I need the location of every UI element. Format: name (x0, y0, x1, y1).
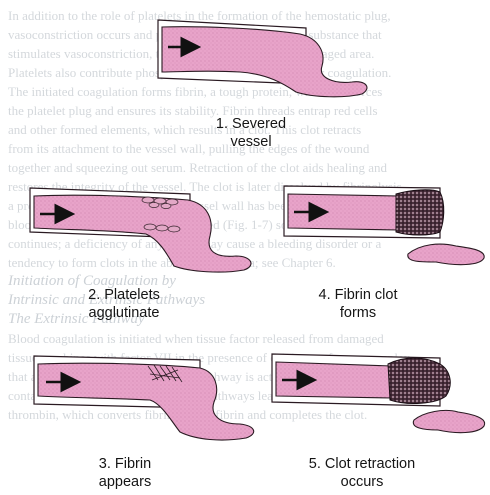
blood-pool (413, 410, 484, 432)
panel-severed-vessel (158, 20, 367, 97)
vessel-lumen (162, 27, 367, 97)
caption-step-5: 5. Clot retraction occurs (292, 455, 432, 491)
blood-pool (408, 244, 484, 265)
caption-line: 5. Clot retraction (292, 455, 432, 473)
caption-step-4: 4. Fibrin clot forms (298, 286, 418, 322)
caption-line: forms (298, 304, 418, 322)
caption-step-3: 3. Fibrin appears (70, 455, 180, 491)
panel-clot-retraction (272, 354, 485, 433)
caption-line: agglutinate (64, 304, 184, 322)
caption-line: 3. Fibrin (70, 455, 180, 473)
panel-fibrin-clot-forms (284, 186, 484, 265)
caption-line: 2. Platelets (64, 286, 184, 304)
caption-line: 4. Fibrin clot (298, 286, 418, 304)
panel-platelets-agglutinate (30, 188, 251, 272)
caption-step-2: 2. Platelets agglutinate (64, 286, 184, 322)
panel-fibrin-appears (34, 356, 254, 440)
fibrin-clot (396, 190, 444, 235)
caption-line: 1. Severed (196, 115, 306, 133)
caption-step-1: 1. Severed vessel (196, 115, 306, 151)
retracted-clot (388, 358, 450, 403)
caption-line: appears (70, 473, 180, 491)
caption-line: vessel (196, 133, 306, 151)
caption-line: occurs (292, 473, 432, 491)
